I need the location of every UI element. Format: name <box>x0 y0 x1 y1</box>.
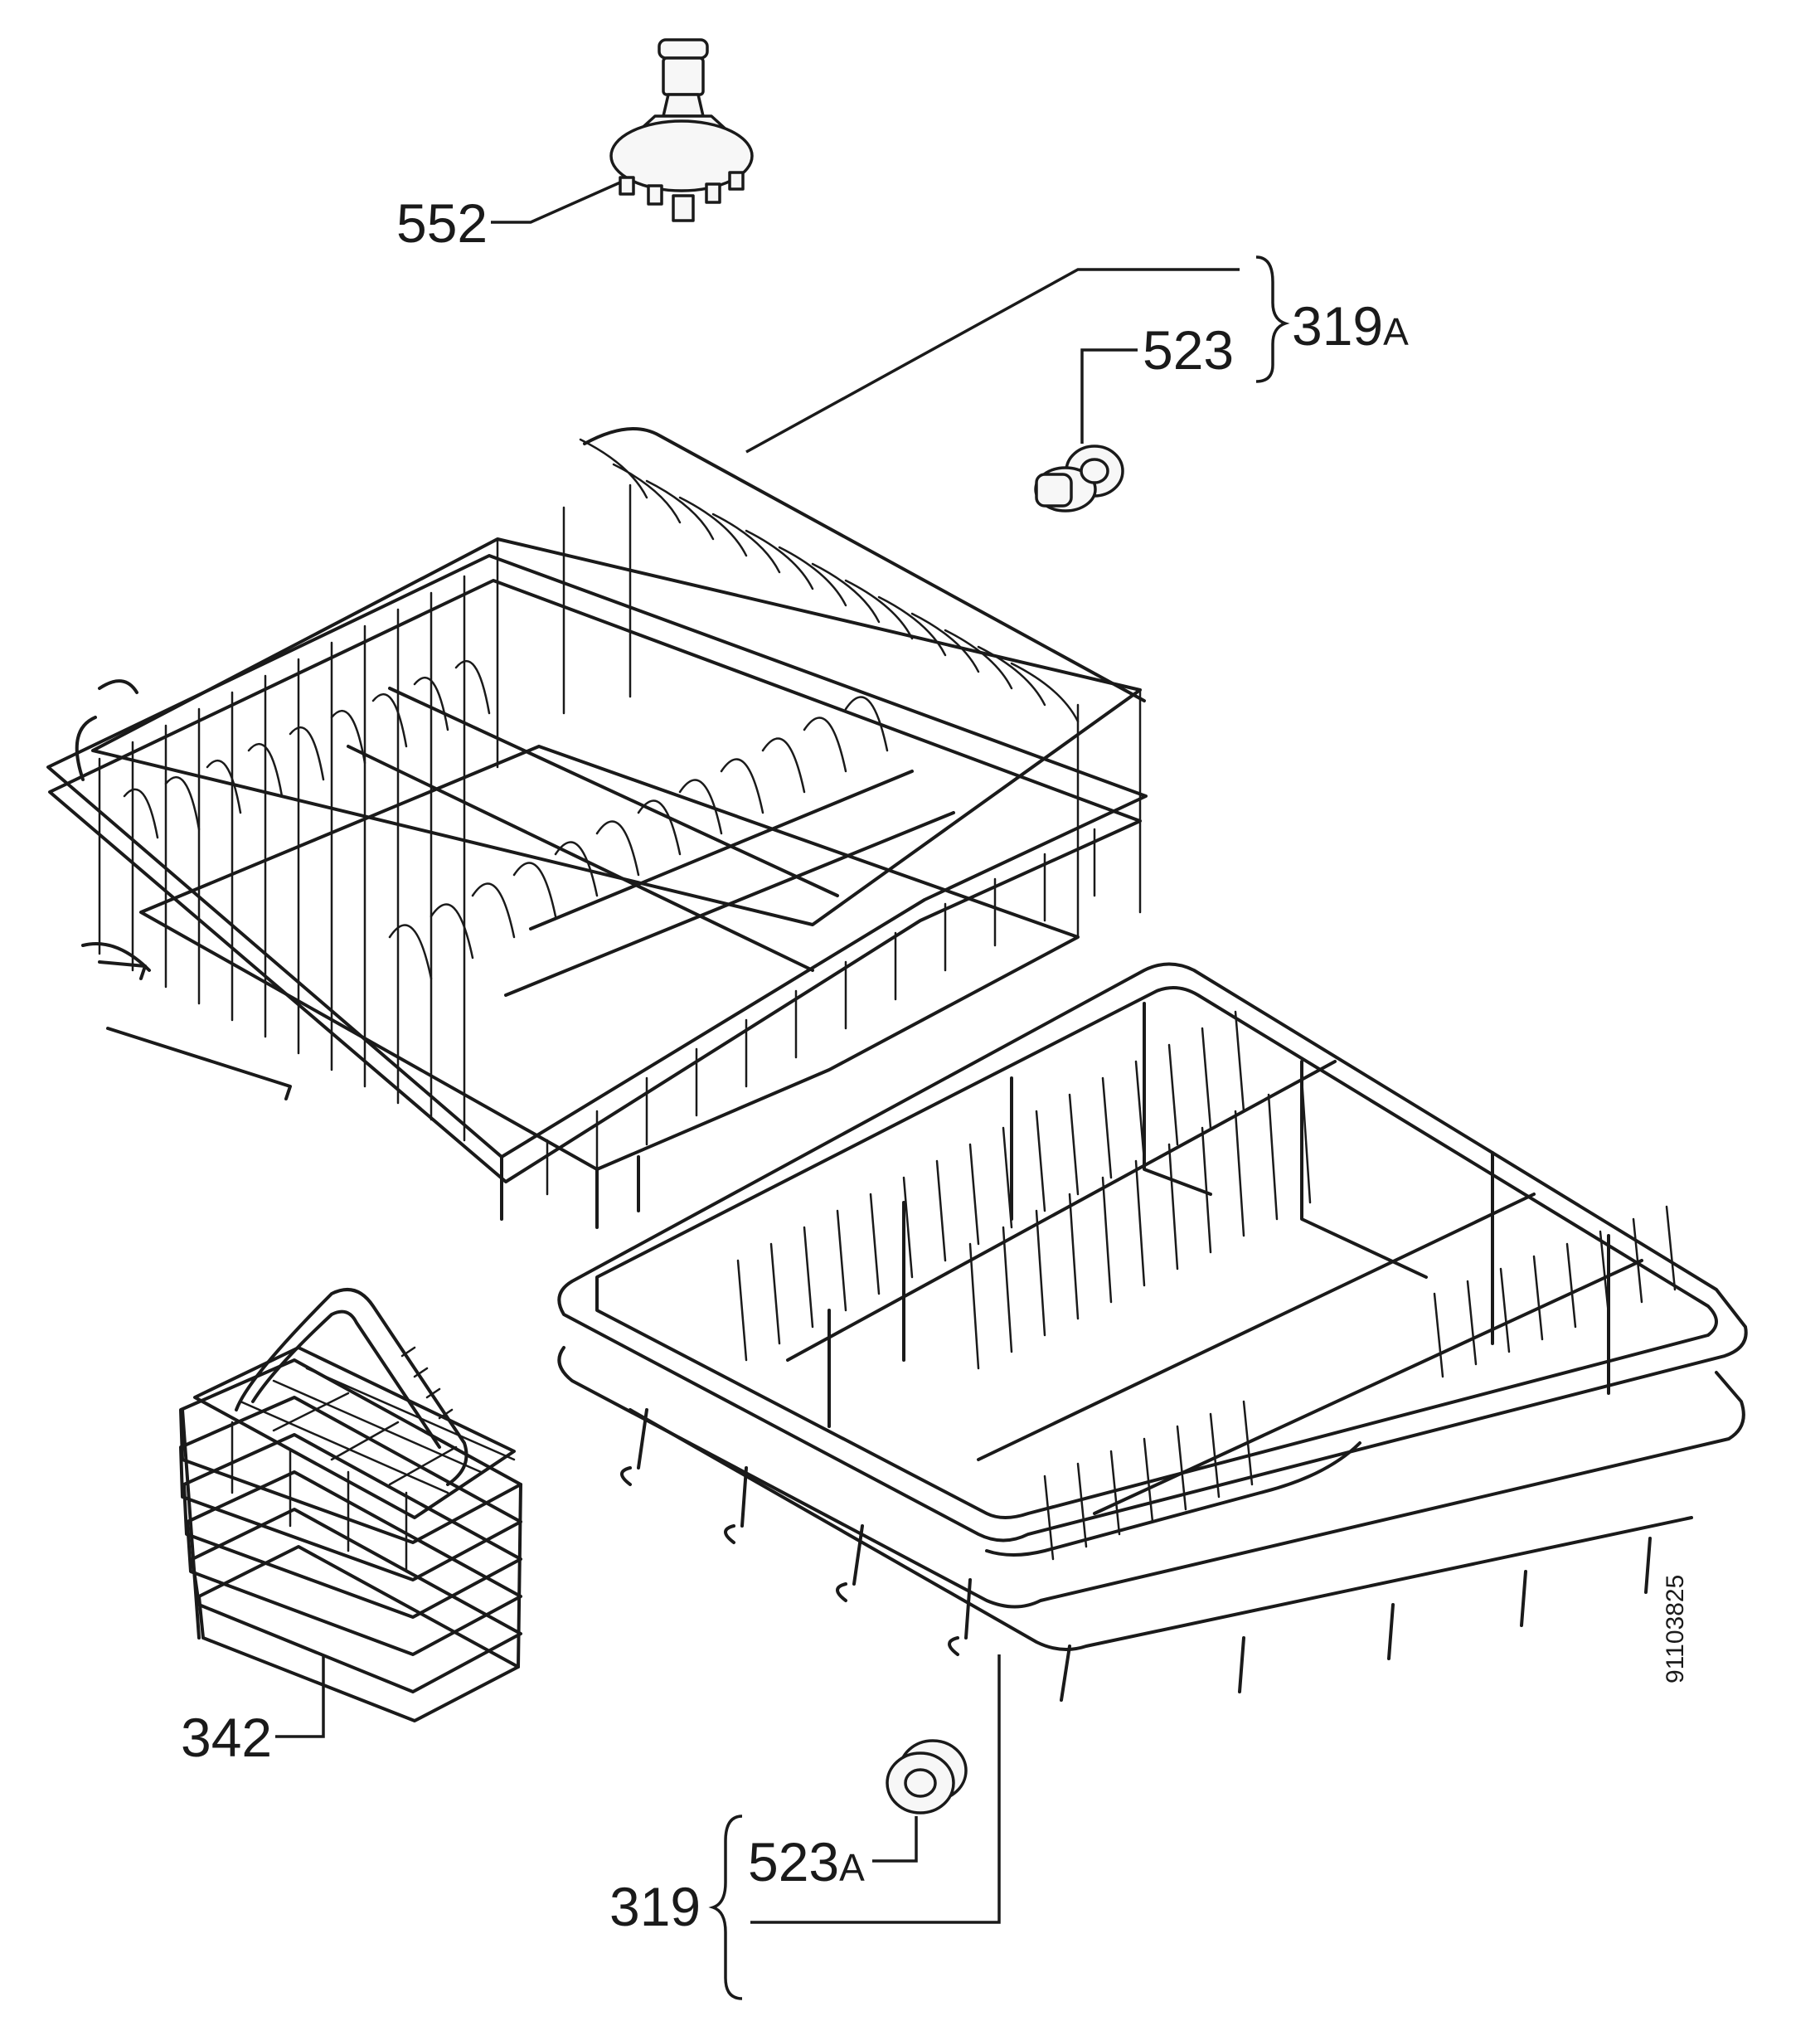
lower-basket-low-rim <box>557 1346 1745 1609</box>
document-number: 91103825 <box>1662 1575 1689 1683</box>
label-523: 523 <box>1143 319 1234 381</box>
label-552: 552 <box>396 192 488 254</box>
lower-basket-top-rim <box>557 962 1748 1542</box>
part-523A-lower-wheel <box>886 1739 968 1815</box>
upper-basket-mid-rim <box>46 554 1148 1159</box>
callout-319-group: 319 523A <box>609 1654 1001 2000</box>
label-523A: 523A <box>748 1831 865 1892</box>
brace-319A <box>1255 255 1290 383</box>
lower-basket <box>557 962 1748 1702</box>
part-552-spray-arm-hub <box>609 38 754 222</box>
upper-basket <box>46 427 1148 1229</box>
callout-523: 523 <box>1080 319 1234 444</box>
lower-basket-bottom-rim <box>629 1408 1693 1651</box>
callout-319A: 319A <box>745 255 1409 454</box>
callout-552: 552 <box>396 181 621 254</box>
part-523-upper-wheel <box>1034 445 1124 513</box>
upper-basket-low-rim <box>48 579 1142 1183</box>
callout-342: 342 <box>181 1654 325 1768</box>
lower-basket-inner-rim <box>595 986 1718 1519</box>
label-342: 342 <box>181 1707 272 1768</box>
upper-basket-bottom-rim <box>139 745 1080 1171</box>
label-319: 319 <box>609 1876 701 1937</box>
label-319A: 319A <box>1292 295 1409 357</box>
part-342-cutlery-basket <box>179 1288 522 1722</box>
brace-319 <box>708 1815 743 2000</box>
